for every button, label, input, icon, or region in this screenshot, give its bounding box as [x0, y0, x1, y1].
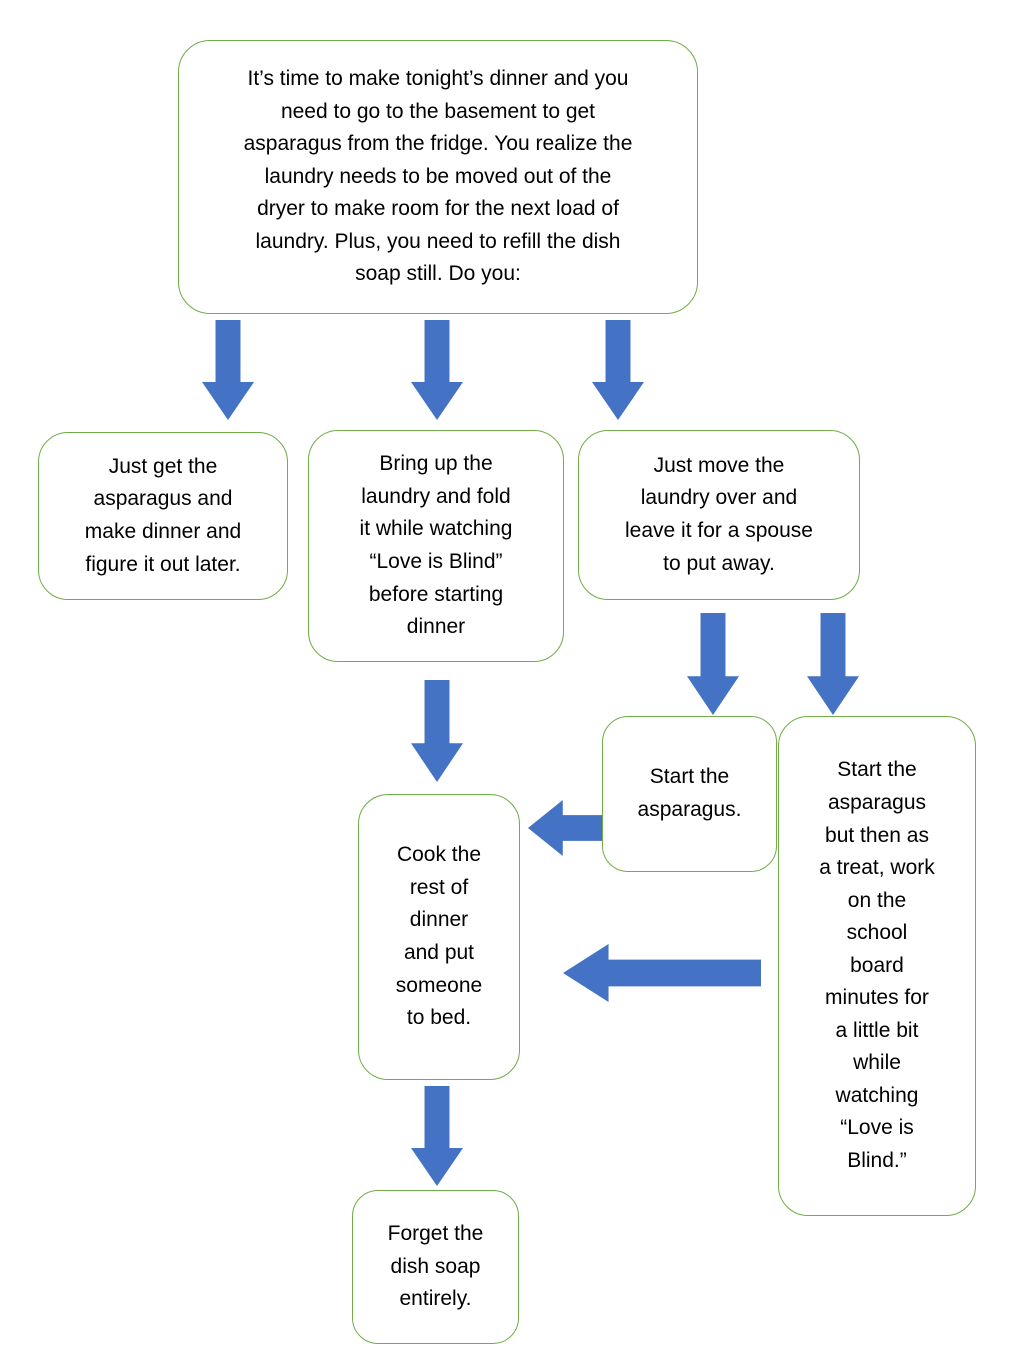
arrow-down-move-laundry-to-start-treat-icon	[807, 613, 859, 715]
arrow-left-start-treat-to-cook-rest-icon	[563, 944, 761, 1002]
arrow-down-intro-to-fold-laundry-icon	[411, 320, 463, 420]
node-start-asparagus: Start the asparagus.	[602, 716, 777, 872]
arrow-down-intro-to-get-asparagus-icon	[202, 320, 254, 420]
arrow-down-intro-to-move-laundry-icon	[592, 320, 644, 420]
node-intro: It’s time to make tonight’s dinner and y…	[178, 40, 698, 314]
node-get-asparagus: Just get the asparagus and make dinner a…	[38, 432, 288, 600]
node-forget-soap: Forget the dish soap entirely.	[352, 1190, 519, 1344]
node-start-asparagus-treat: Start the asparagus but then as a treat,…	[778, 716, 976, 1216]
arrow-down-cook-rest-to-forget-soap-icon	[411, 1086, 463, 1186]
node-cook-rest: Cook the rest of dinner and put someone …	[358, 794, 520, 1080]
node-move-laundry: Just move the laundry over and leave it …	[578, 430, 860, 600]
arrow-down-move-laundry-to-start-asparagus-icon	[687, 613, 739, 715]
arrow-left-start-asparagus-to-cook-rest-icon	[528, 800, 602, 856]
arrow-down-fold-laundry-to-cook-rest-icon	[411, 680, 463, 782]
node-fold-laundry: Bring up the laundry and fold it while w…	[308, 430, 564, 662]
